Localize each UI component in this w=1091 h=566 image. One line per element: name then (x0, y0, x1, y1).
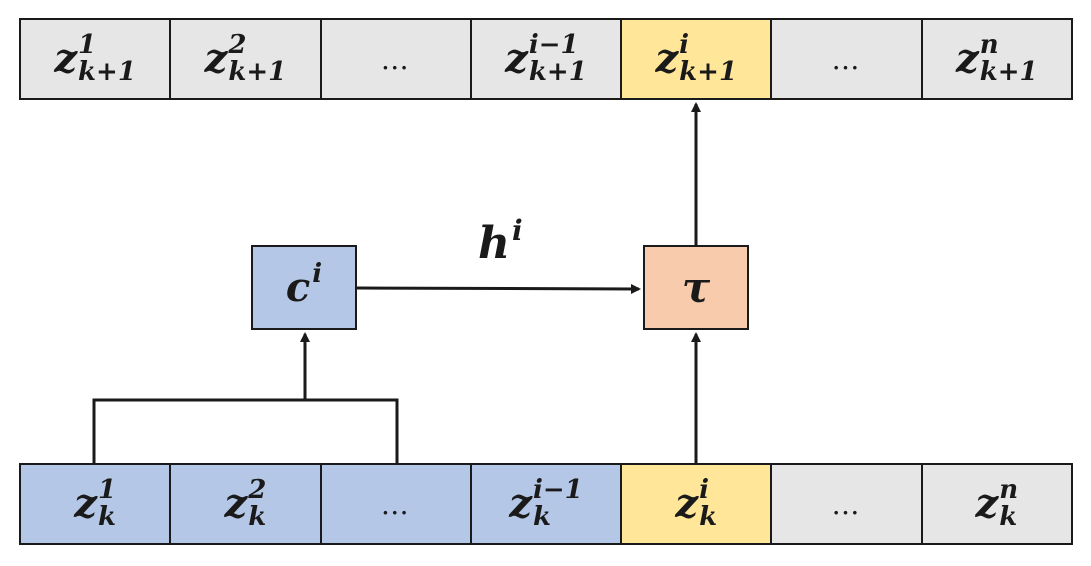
transition-box: τ (643, 245, 749, 330)
current-state-ellipsis-2: … (772, 465, 923, 543)
h-arrow (356, 283, 641, 294)
context-bracket-line (92, 398, 399, 463)
h-edge-label: hi (478, 214, 523, 269)
next-state-ellipsis-2: … (772, 20, 923, 98)
current-state-ellipsis-1: … (321, 465, 472, 543)
next-state-ellipsis-1: … (321, 20, 472, 98)
